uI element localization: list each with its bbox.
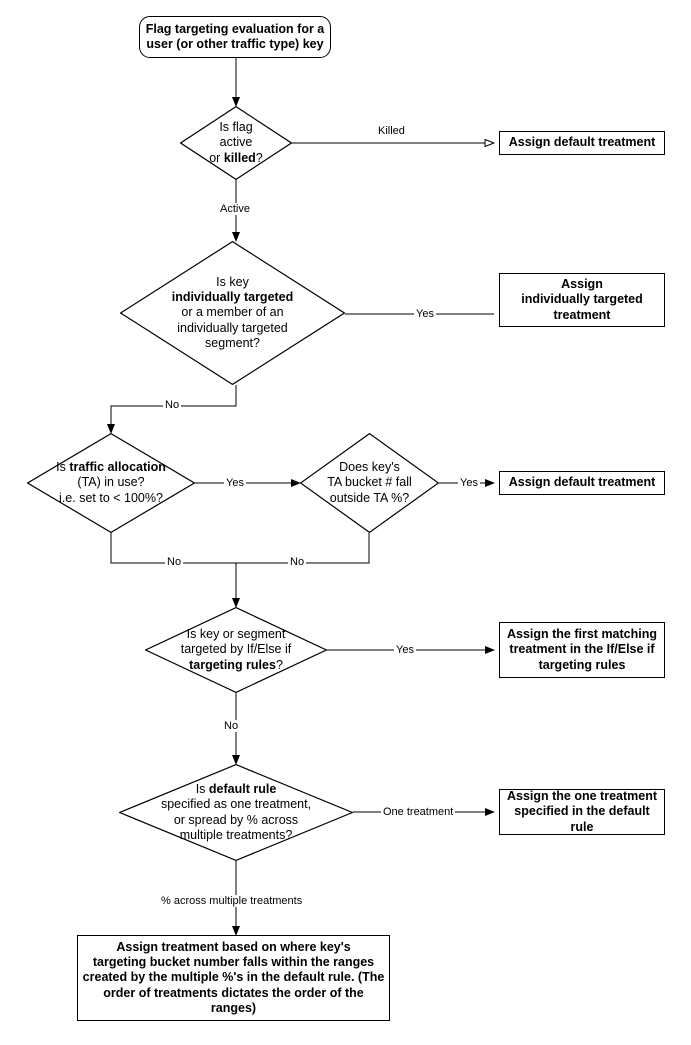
line-4: multiple treatments? <box>179 827 293 842</box>
line-3: created by the multiple %'s in the defau… <box>82 970 385 985</box>
node-process-first-matching: Assign the first matching treatment in t… <box>499 622 665 678</box>
node-process-one-treatment-label: Assign the one treatment specified in th… <box>500 789 664 835</box>
line-2: individually targeted <box>521 292 643 307</box>
node-process-percent-spread-label: Assign treatment based on where key's ta… <box>78 940 389 1016</box>
edge-label-one-treatment: One treatment <box>381 806 456 819</box>
node-decision-flag-active: Is flag active or killed? <box>180 106 292 180</box>
node-decision-flag-active-label: Is flag active or killed? <box>180 120 292 166</box>
line-3-prefix: or <box>209 150 224 165</box>
line-3: or a member of an <box>181 305 284 320</box>
line-5: segment? <box>205 335 260 350</box>
line-1-prefix: Is <box>56 460 70 475</box>
line-1-prefix: Is <box>195 782 209 796</box>
node-decision-traffic-allocation-label: Is traffic allocation (TA) in use? i.e. … <box>27 460 195 506</box>
line-2: specified as one treatment, <box>160 797 312 812</box>
edge-label-yes-ta: Yes <box>224 477 246 490</box>
line-1: Assign the one treatment <box>506 789 658 804</box>
node-process-one-treatment: Assign the one treatment specified in th… <box>499 789 665 835</box>
diamond-shape <box>300 433 439 533</box>
line-2: individually targeted <box>171 290 294 305</box>
line-2: targeting bucket number falls within the… <box>92 955 375 970</box>
node-process-first-matching-label: Assign the first matching treatment in t… <box>500 627 664 673</box>
edge-label-yes-rules: Yes <box>394 644 416 657</box>
node-process-default-ta-label: Assign default treatment <box>508 475 656 490</box>
edge-label-no-ta: No <box>165 556 184 569</box>
line-1-bold: traffic allocation <box>69 460 166 475</box>
edge-label-yes-bucket: Yes <box>458 477 480 490</box>
diamond-shape <box>180 106 292 180</box>
node-decision-default-rule: Is default rule specified as one treatme… <box>119 764 353 861</box>
node-decision-targeting-rules: Is key or segment targeted by If/Else if… <box>145 607 327 693</box>
line-3: i.e. set to < 100%? <box>59 490 163 505</box>
node-decision-ta-bucket: Does key's TA bucket # fall outside TA %… <box>300 433 439 533</box>
line-3-bold: targeting rules <box>189 657 276 672</box>
line-2: (TA) in use? <box>77 475 145 490</box>
line-2: targeted by If/Else if <box>180 642 292 657</box>
line-3-bold: killed <box>223 150 256 165</box>
diamond-shape <box>120 241 345 385</box>
node-decision-individually-targeted: Is key individually targeted or a member… <box>120 241 345 385</box>
line-2: specified in the default rule <box>514 804 650 834</box>
line-4: order of treatments dictates the order o… <box>103 985 364 1015</box>
line-1: Assign treatment based on where key's <box>116 939 351 954</box>
line-2: TA bucket # fall <box>327 475 412 490</box>
edge-label-no-rules: No <box>222 720 241 733</box>
line-1: Is key <box>216 274 249 289</box>
node-process-percent-spread: Assign treatment based on where key's ta… <box>77 935 390 1021</box>
edge-label-percent-across: % across multiple treatments <box>159 895 305 908</box>
line-1-bold: default rule <box>208 782 277 796</box>
node-start: Flag targeting evaluation for a user (or… <box>139 16 331 58</box>
edge-label-yes-individual: Yes <box>414 308 436 321</box>
node-start-label: Flag targeting evaluation for a user (or… <box>145 21 325 51</box>
line-1: Is flag <box>219 120 253 135</box>
node-process-default-ta: Assign default treatment <box>499 471 665 495</box>
line-1: Assign the first matching <box>506 627 658 642</box>
line-4: individually targeted <box>177 320 288 335</box>
line-1: Is key or segment <box>186 627 286 642</box>
line-1: Does key's <box>339 460 400 475</box>
line-3: outside TA %? <box>329 490 410 505</box>
node-decision-traffic-allocation: Is traffic allocation (TA) in use? i.e. … <box>27 433 195 533</box>
line-3-suffix: ? <box>275 657 283 672</box>
node-process-individually-targeted: Assign individually targeted treatment <box>499 273 665 327</box>
node-process-default-killed: Assign default treatment <box>499 131 665 155</box>
diamond-shape <box>27 433 195 533</box>
line-3: treatment <box>553 307 611 322</box>
node-decision-default-rule-label: Is default rule specified as one treatme… <box>119 782 353 843</box>
line-2: active <box>219 135 253 150</box>
node-process-default-killed-label: Assign default treatment <box>508 135 656 150</box>
line-3-suffix: ? <box>255 150 263 165</box>
node-process-individually-targeted-label: Assign individually targeted treatment <box>500 277 664 323</box>
node-decision-individually-targeted-label: Is key individually targeted or a member… <box>120 275 345 351</box>
node-decision-targeting-rules-label: Is key or segment targeted by If/Else if… <box>145 627 327 673</box>
edge-label-no-bucket: No <box>288 556 307 569</box>
edge-label-killed: Killed <box>376 125 407 138</box>
diamond-shape <box>145 607 327 693</box>
line-3: targeting rules <box>538 657 626 672</box>
line-3: or spread by % across <box>173 812 299 827</box>
node-decision-ta-bucket-label: Does key's TA bucket # fall outside TA %… <box>300 460 439 506</box>
edge-label-no-individual: No <box>163 399 182 412</box>
diamond-shape <box>119 764 353 861</box>
line-1: Assign <box>561 277 603 292</box>
line-2: treatment in the If/Else if <box>509 642 655 657</box>
edge-label-active: Active <box>218 203 252 216</box>
